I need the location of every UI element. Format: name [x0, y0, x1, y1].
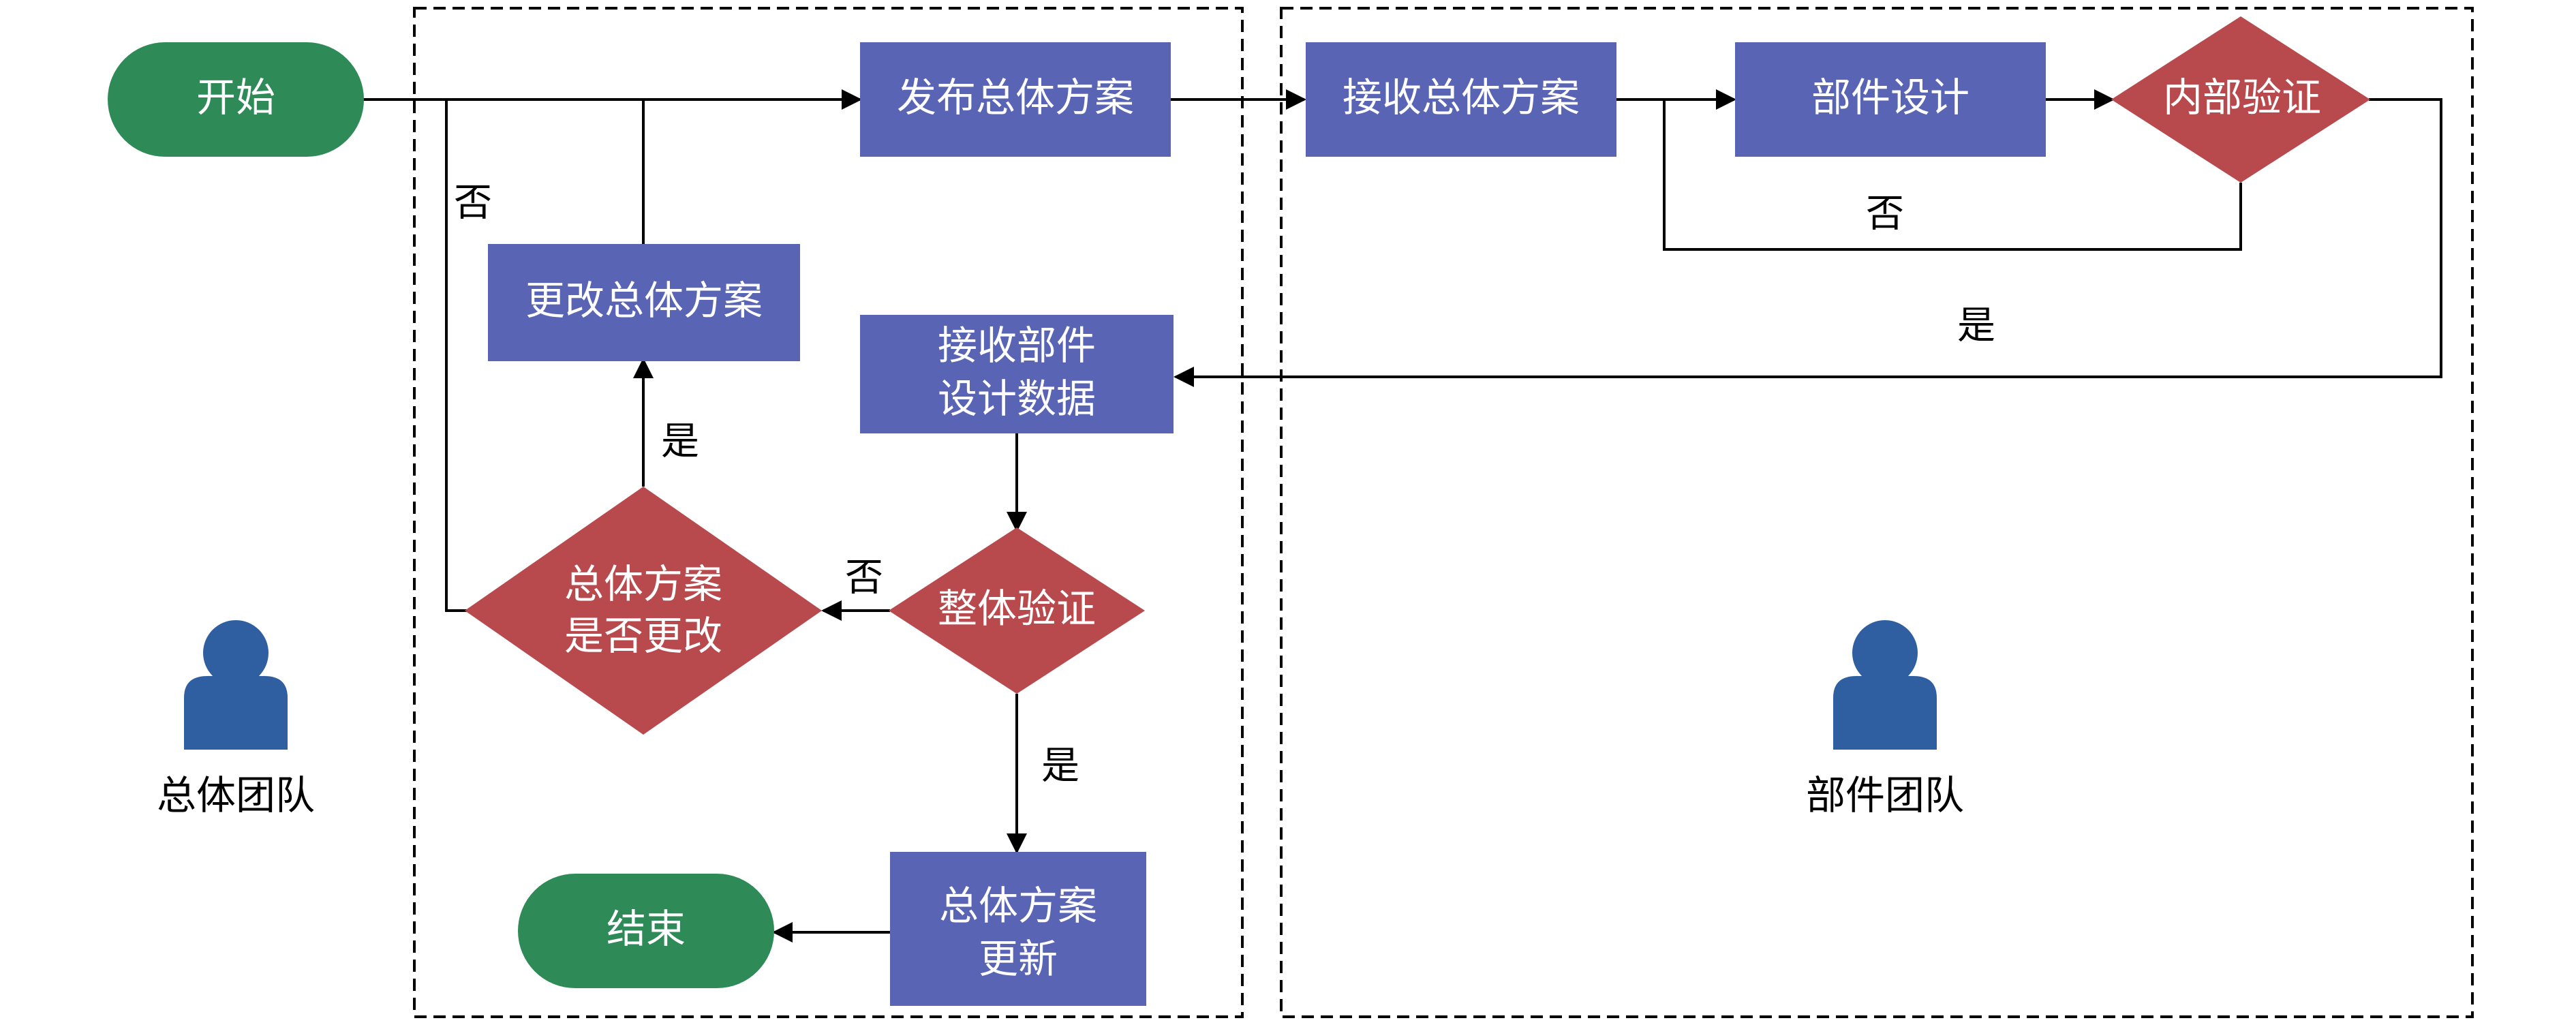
receive-data-label-line1: 接收部件	[938, 322, 1096, 369]
start-label: 开始	[196, 74, 275, 121]
edge-label-no-internal: 否	[1866, 192, 1904, 236]
plan-change-label-line2: 是否更改	[564, 613, 722, 659]
receive-plan-label: 接收总体方案	[1343, 74, 1580, 121]
component-design-node: 部件设计	[1735, 42, 2046, 157]
receive-data-label-line2: 设计数据	[938, 375, 1096, 422]
overall-verify-decision: 整体验证	[889, 527, 1145, 694]
edge-internal-verify-no-loop	[1663, 99, 2242, 251]
end-label: 结束	[607, 906, 686, 952]
plan-change-label-line1: 总体方案	[564, 561, 722, 607]
edge-label-yes-modify: 是	[661, 420, 699, 464]
internal-verify-decision: 内部验证	[2111, 16, 2370, 183]
connectors	[363, 89, 2442, 942]
overall-team-lane-boundary	[413, 7, 1244, 1018]
plan-update-label-line2: 更新	[979, 936, 1058, 982]
edge-label-no-left-loop: 否	[454, 181, 492, 226]
plan-update-node: 总体方案 更新	[890, 852, 1146, 1006]
plan-update-label-line1: 总体方案	[939, 883, 1097, 929]
start-node: 开始	[108, 42, 364, 157]
publish-plan-node: 发布总体方案	[860, 42, 1171, 157]
overall-team-label: 总体团队	[157, 772, 315, 818]
modify-plan-label: 更改总体方案	[525, 277, 763, 324]
internal-verify-label: 内部验证	[2163, 74, 2321, 121]
component-design-label: 部件设计	[1811, 74, 1969, 121]
overall-verify-label: 整体验证	[938, 585, 1096, 632]
component-team-label: 部件团队	[1806, 772, 1964, 818]
edge-label-yes-overall: 是	[1041, 744, 1079, 788]
edge-label-no-overall: 否	[845, 556, 883, 600]
end-node: 结束	[518, 874, 774, 988]
person-icon	[1833, 620, 1937, 750]
edge-label-yes-internal: 是	[1957, 304, 1995, 348]
receive-data-node: 接收部件 设计数据	[860, 315, 1174, 433]
plan-change-decision: 总体方案 是否更改	[465, 487, 822, 735]
publish-plan-label: 发布总体方案	[897, 74, 1134, 121]
component-team-lane-boundary	[1280, 7, 2474, 1018]
edge-plan-change-no-loop	[445, 99, 470, 612]
modify-plan-node: 更改总体方案	[488, 244, 800, 361]
edge-internal-verify-yes	[1174, 98, 2442, 387]
receive-plan-node: 接收总体方案	[1306, 42, 1616, 157]
person-icon	[184, 620, 288, 750]
